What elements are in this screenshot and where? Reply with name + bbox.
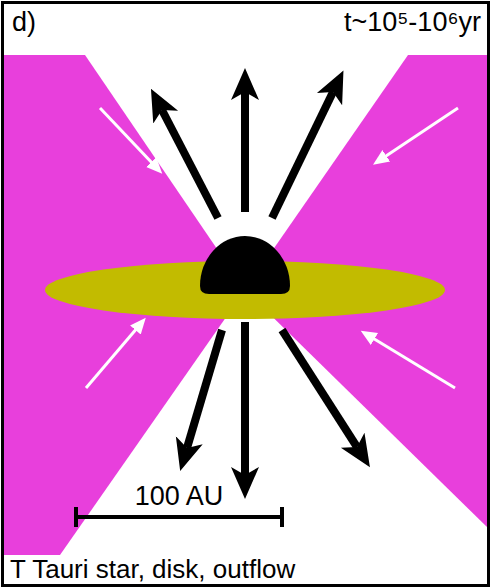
panel-letter: d) bbox=[10, 8, 38, 38]
infall-arrow bbox=[86, 327, 138, 388]
scale-bar-tick bbox=[74, 507, 78, 527]
caption: T Tauri star, disk, outflow bbox=[8, 555, 297, 584]
scale-label: 100 AU bbox=[133, 482, 226, 512]
outflow-arrow bbox=[272, 92, 333, 218]
scale-bar bbox=[76, 515, 282, 519]
infall-arrow bbox=[371, 337, 455, 388]
time-label: t~10⁵-10⁶yr bbox=[342, 8, 483, 38]
infall-arrow bbox=[383, 108, 458, 158]
outflow-arrow bbox=[187, 330, 222, 448]
outflow-arrow bbox=[162, 110, 218, 218]
frame bbox=[3, 3, 489, 586]
scale-bar-tick bbox=[280, 507, 284, 527]
outflow-arrow bbox=[282, 330, 357, 447]
t-tauri-star bbox=[200, 236, 290, 294]
outflow-arrow bbox=[241, 92, 249, 212]
outflow-arrow bbox=[241, 322, 249, 475]
infall-arrow bbox=[100, 108, 154, 165]
